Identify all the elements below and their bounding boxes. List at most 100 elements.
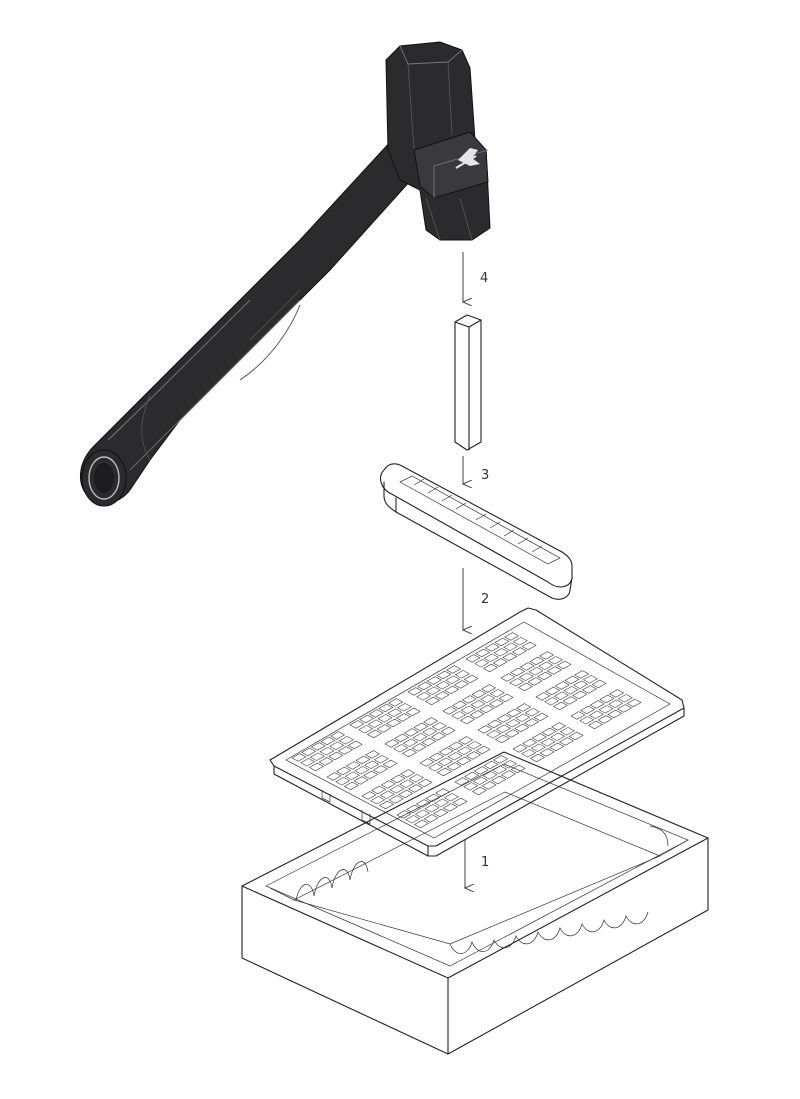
plate-well <box>463 782 479 791</box>
plate-well <box>370 796 386 805</box>
plate-well <box>453 680 469 689</box>
plate-well <box>519 662 535 671</box>
plate-well <box>504 632 520 641</box>
plate-well <box>376 724 392 733</box>
plate-well <box>502 652 518 662</box>
plate-well <box>607 709 623 719</box>
step-label-4: 4 <box>480 271 488 286</box>
plate-well <box>523 718 539 727</box>
plate-well <box>559 727 575 736</box>
plate-well <box>626 698 642 708</box>
plate-well <box>535 692 551 701</box>
plate-well <box>407 687 423 696</box>
plate-well <box>503 642 519 651</box>
plate-well <box>471 786 487 796</box>
plate-well <box>539 651 555 660</box>
plate-well <box>429 752 445 762</box>
plate-well <box>326 772 342 781</box>
plate-well <box>494 734 510 744</box>
plate-well <box>554 681 570 690</box>
plate-well <box>394 733 410 743</box>
plate-well <box>483 653 499 662</box>
plate-well <box>552 701 568 711</box>
plate-well <box>412 733 428 742</box>
plate-well <box>491 775 507 785</box>
plate-well <box>446 665 462 674</box>
plate-well-grid <box>291 632 642 829</box>
plate-well <box>474 659 490 668</box>
plate-well <box>531 733 547 742</box>
plate-well <box>414 809 430 818</box>
plate-well <box>343 781 359 791</box>
plate-well <box>524 708 540 717</box>
plate-well <box>424 804 440 813</box>
plate-well <box>597 715 613 724</box>
plate-well <box>480 694 496 703</box>
plate-well <box>527 677 543 686</box>
plate-well <box>413 722 429 732</box>
plate-well <box>538 661 554 670</box>
plate-well <box>393 744 409 753</box>
plate-well <box>396 810 412 819</box>
plate-well <box>377 714 393 723</box>
plate-well <box>487 719 503 729</box>
plate-well <box>471 689 487 699</box>
plate-well <box>564 675 580 685</box>
plate-well <box>406 804 422 814</box>
plate-well <box>556 660 572 670</box>
plate-well <box>521 641 537 651</box>
plate-well <box>581 685 597 694</box>
plate-well <box>389 785 405 794</box>
plate-well <box>400 769 416 778</box>
plate-well <box>380 780 396 789</box>
plate-well <box>434 798 450 807</box>
plate-well <box>572 690 588 700</box>
plate-well <box>518 672 534 681</box>
plate-well <box>477 725 493 734</box>
plate-well <box>553 691 569 700</box>
plate-well <box>511 647 527 656</box>
plate-well <box>368 709 384 718</box>
plate-well <box>425 686 441 695</box>
plate-well <box>390 774 406 784</box>
plate-well <box>415 799 431 808</box>
plate-well <box>444 685 460 695</box>
plate-well <box>505 719 521 728</box>
plate-well <box>493 755 509 764</box>
plate-well <box>413 819 429 829</box>
plate-well <box>617 694 633 703</box>
plate-well <box>582 675 598 684</box>
plate-well <box>366 729 382 739</box>
plate-well <box>470 700 486 709</box>
plate-well <box>558 737 574 746</box>
plate-well <box>482 771 498 780</box>
plate-well <box>609 689 625 698</box>
plate-well <box>501 760 517 769</box>
plate-well <box>344 771 360 780</box>
plate-well <box>464 771 480 781</box>
plate-well <box>384 739 400 748</box>
plate-well <box>434 691 450 700</box>
plate-well <box>616 704 632 713</box>
plate-well <box>388 795 404 804</box>
plate-well <box>371 785 387 795</box>
plate-well <box>445 675 461 684</box>
plate-well <box>367 719 383 728</box>
plate-well <box>466 741 482 750</box>
plate-well <box>373 755 389 764</box>
plate-well <box>301 747 317 757</box>
plate-well <box>509 678 525 687</box>
plate-well <box>435 681 451 690</box>
plate-well <box>328 751 344 761</box>
plate-well <box>512 637 528 646</box>
plate-well <box>430 732 446 741</box>
plate-well <box>514 723 530 733</box>
plate-well <box>443 793 459 802</box>
plate-well <box>504 729 520 738</box>
plate-well <box>382 759 398 769</box>
plate-well <box>363 770 379 780</box>
plate-well <box>433 808 449 818</box>
plate-well <box>587 720 603 730</box>
plate-well <box>516 703 532 712</box>
plate-well <box>358 725 374 734</box>
